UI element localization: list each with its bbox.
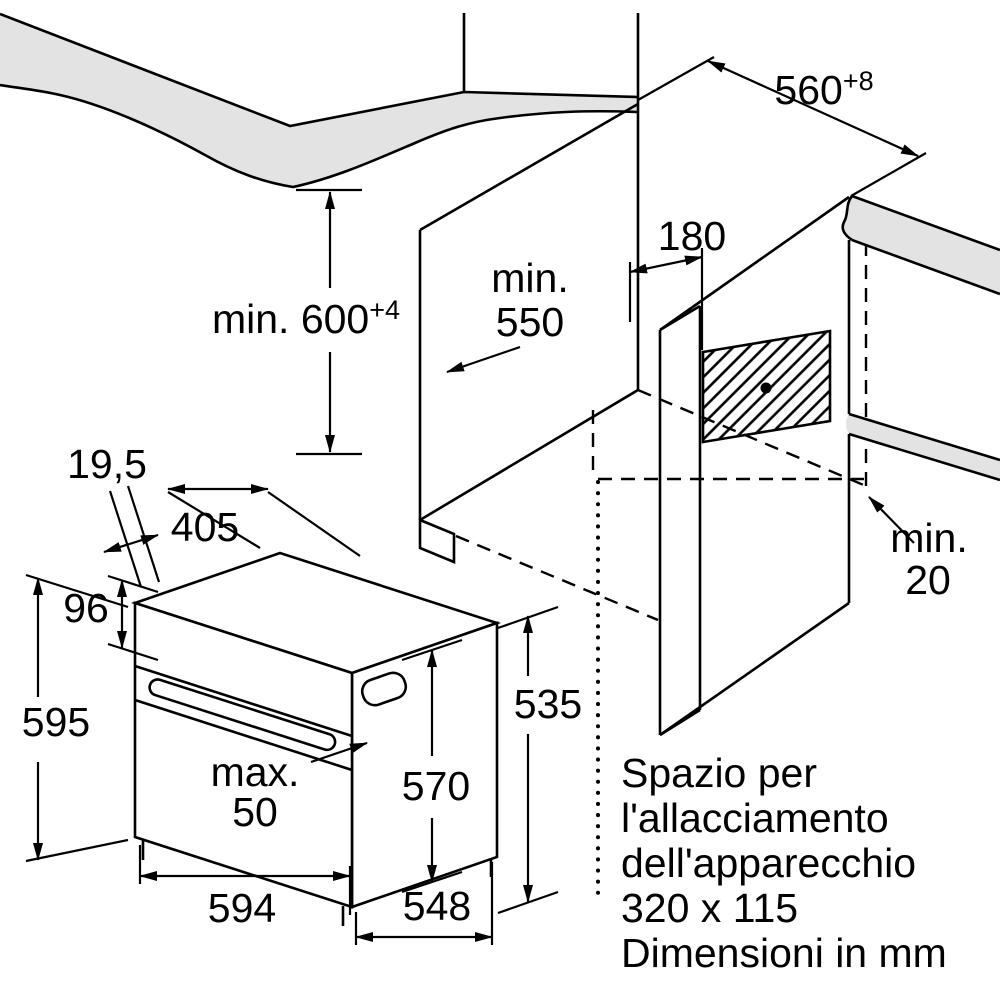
dim-niche-width: 560+8 — [637, 56, 927, 197]
dim-label-door-height: 570 — [402, 763, 470, 809]
oven-control-panel-line — [134, 664, 353, 738]
oven-handle — [148, 678, 337, 752]
worktop-break-edge — [0, 83, 639, 189]
connection-note-line-3: dell'apparecchio — [621, 840, 916, 886]
dim-appliance-width: 594 — [138, 845, 352, 931]
connection-point-dot — [760, 382, 772, 394]
connection-area — [701, 329, 832, 444]
worktop-right — [842, 196, 1000, 294]
dim-fascia-height: 96 — [63, 574, 159, 662]
hidden-edges — [455, 245, 868, 622]
dim-label-appliance-height: 595 — [22, 699, 90, 745]
dim-label-niche-height: min. 600+4 — [212, 295, 400, 342]
dim-connection-offset: 180 — [628, 213, 726, 350]
dim-niche-height: min. 600+4 — [212, 188, 400, 456]
units-label: Dimensioni in mm — [621, 930, 947, 976]
dim-label-top-depth: 405 — [171, 504, 239, 550]
dim-label-rear-clearance-2: 20 — [905, 557, 951, 603]
dim-label-niche-depth-1: min. — [491, 255, 568, 301]
connection-note: Spazio per l'allacciamento dell'apparecc… — [621, 750, 947, 976]
dim-label-fascia-offset: 19,5 — [67, 441, 147, 487]
oven-side-vent — [360, 671, 408, 707]
dim-label-handle-clearance-2: 50 — [232, 789, 278, 835]
worktop-left — [0, 12, 639, 189]
dim-label-body-height: 535 — [514, 681, 582, 727]
dim-label-connection-offset: 180 — [658, 213, 726, 259]
oven-front-face — [133, 601, 354, 909]
dim-label-fascia-height: 96 — [63, 585, 109, 631]
worktop-right-edge — [846, 414, 1000, 480]
dim-label-appliance-width: 594 — [208, 885, 276, 931]
dim-niche-depth: min. 550 — [446, 255, 569, 374]
dim-door-height: 570 — [401, 638, 470, 894]
dim-label-niche-depth-2: 550 — [496, 299, 564, 345]
right-cabinet — [658, 194, 1000, 737]
niche-cabinet — [418, 13, 640, 564]
oven-drawing — [130, 551, 502, 926]
dim-fascia-offset: 19,5 — [67, 441, 161, 588]
dim-top-depth: 405 — [167, 484, 361, 557]
dim-body-height: 535 — [497, 605, 582, 915]
dim-body-depth: 548 — [354, 862, 494, 945]
connection-note-line-2: l'allacciamento — [621, 795, 889, 841]
dim-rear-clearance: min. 20 — [868, 496, 968, 603]
dim-appliance-height: 595 — [22, 573, 129, 863]
worktop-surface — [0, 14, 638, 187]
dim-label-handle-clearance-1: max. — [211, 749, 300, 795]
niche-floor-board — [418, 518, 456, 564]
dim-label-niche-width: 560+8 — [774, 66, 873, 113]
connection-note-line-1: Spazio per — [621, 750, 817, 796]
dim-label-rear-clearance-1: min. — [890, 515, 967, 561]
dim-handle-clearance: max. 50 — [211, 741, 368, 835]
connection-note-line-4: 320 x 115 — [621, 885, 798, 931]
oven-door-top-line — [134, 698, 353, 772]
dim-label-body-depth: 548 — [403, 883, 471, 929]
